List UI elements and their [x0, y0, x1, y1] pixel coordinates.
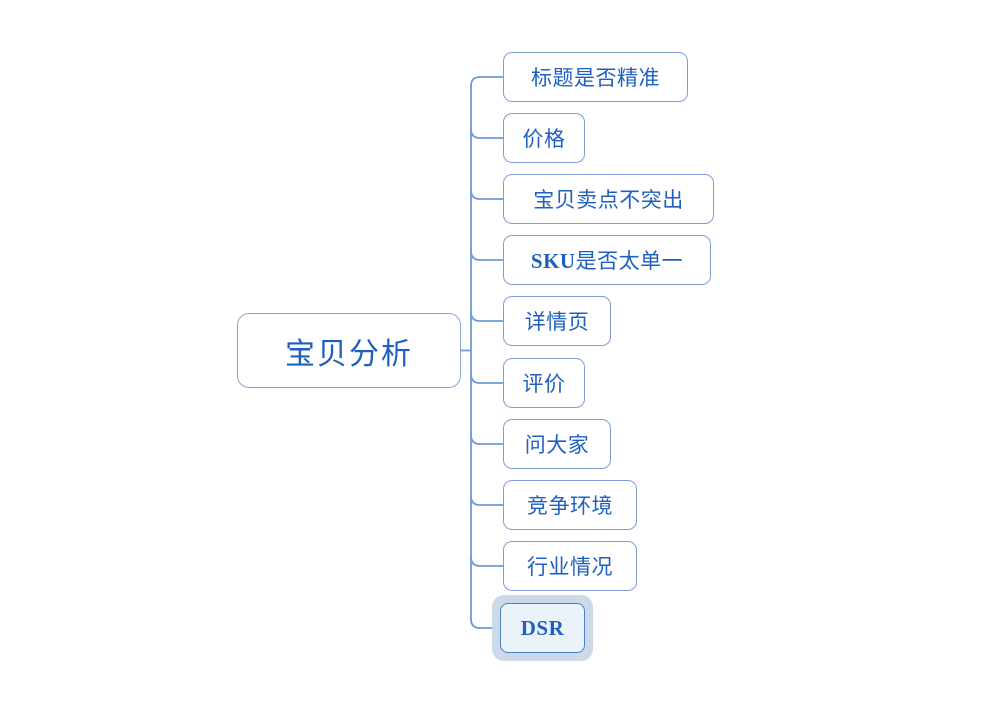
node-label: 价格	[522, 128, 566, 151]
connector-branch-4	[470, 250, 504, 261]
node-label: 宝贝分析	[285, 337, 413, 371]
connector-branch-5	[470, 311, 504, 322]
root-node[interactable]: 宝贝分析	[237, 313, 461, 388]
latin-run: DSR	[520, 615, 565, 640]
child-node-child-9[interactable]: 行业情况	[503, 541, 637, 591]
child-node-child-6[interactable]: 评价	[503, 358, 585, 408]
child-node-child-1[interactable]: 标题是否精准	[503, 52, 688, 102]
connector-branch-8	[470, 495, 504, 506]
child-node-child-7[interactable]: 问大家	[503, 419, 611, 469]
child-node-child-8[interactable]: 竞争环境	[503, 480, 637, 530]
node-label: 标题是否精准	[531, 67, 660, 90]
node-label: DSR	[507, 616, 579, 641]
node-label: 评价	[522, 373, 566, 396]
child-node-child-2[interactable]: 价格	[503, 113, 585, 163]
connector-branch-2	[470, 128, 504, 139]
connector-branch-3	[470, 189, 504, 200]
connector-branch-6	[470, 373, 504, 384]
connector-branch-9	[470, 556, 504, 567]
child-node-dsr[interactable]: DSR	[500, 603, 585, 653]
node-label: 行业情况	[527, 556, 613, 579]
connector-branch-7	[470, 434, 504, 445]
child-node-child-4[interactable]: SKU是否太单一	[503, 235, 711, 285]
node-label: 详情页	[524, 311, 590, 334]
latin-run: SKU	[530, 249, 576, 273]
node-label: 竞争环境	[527, 495, 613, 518]
node-label: 问大家	[524, 434, 590, 457]
node-label: 宝贝卖点不突出	[533, 189, 684, 212]
node-label: SKU是否太单一	[530, 249, 684, 273]
child-node-child-5[interactable]: 详情页	[503, 296, 611, 346]
child-node-child-3[interactable]: 宝贝卖点不突出	[503, 174, 714, 224]
connector-branch-1	[470, 76, 504, 87]
